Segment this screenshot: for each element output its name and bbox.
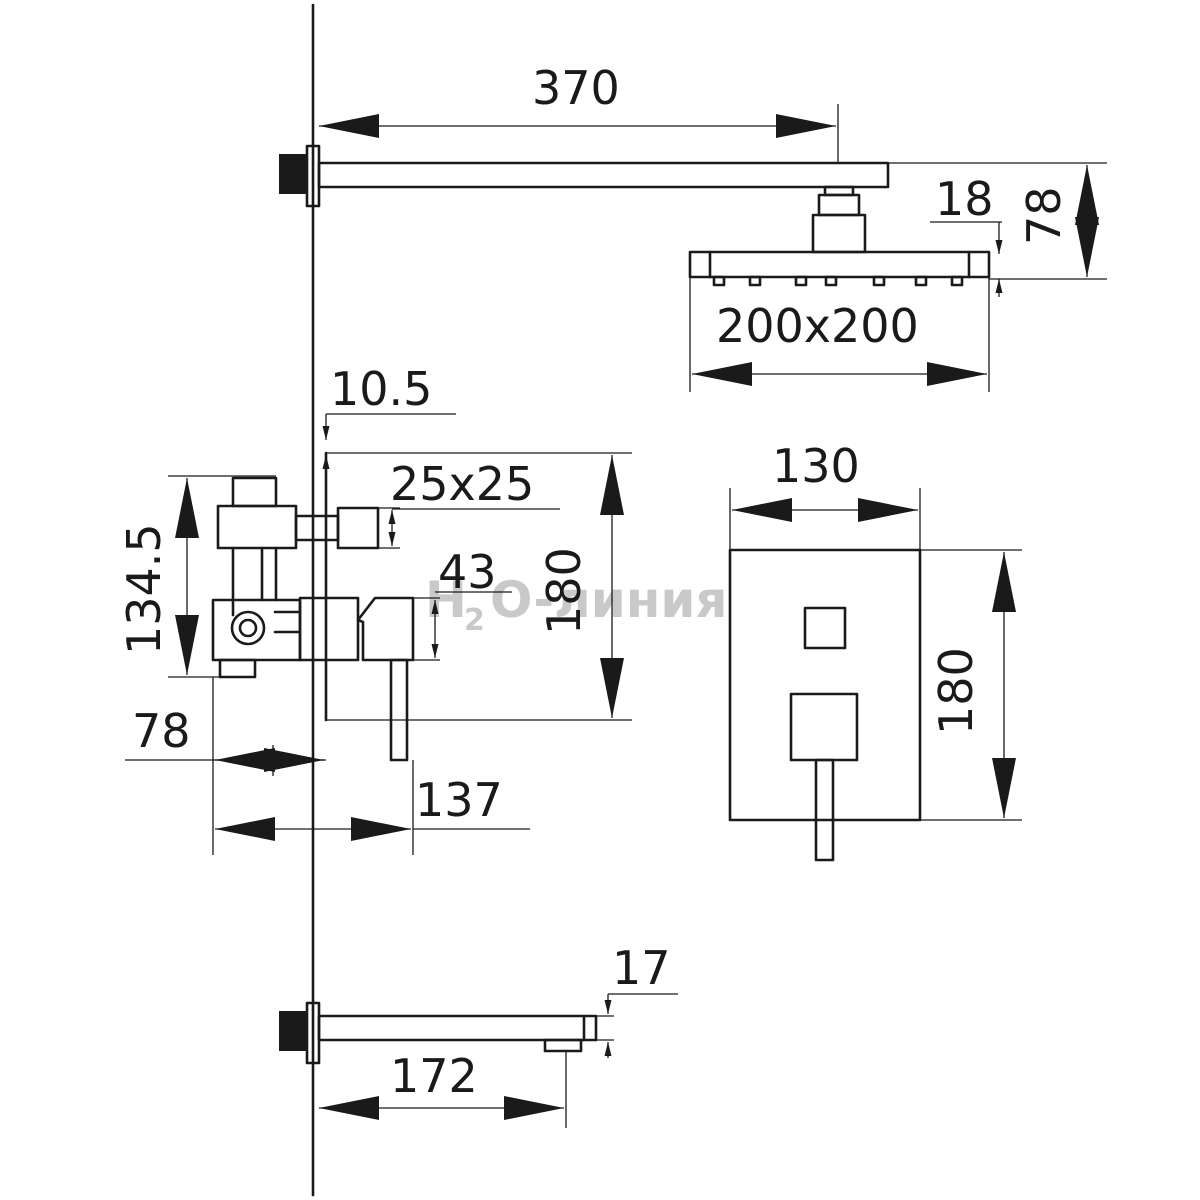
lever-base [789, 692, 859, 762]
dim-mixer-depth: 134.5 [117, 475, 276, 678]
dim-spout-height: 17 [596, 941, 678, 1058]
dim-outlet-size: 25x25 [378, 457, 560, 549]
shower-head [688, 250, 991, 279]
dim-body-depth: 78 [125, 677, 326, 855]
dim-label-137: 137 [415, 773, 503, 827]
spout-outlet [543, 1038, 583, 1053]
dim-label-17: 17 [612, 941, 671, 995]
dim-label-180-front: 180 [929, 647, 983, 735]
mixer-lever [389, 658, 409, 762]
dim-label-78-head: 78 [1017, 186, 1071, 245]
mixer-port-circle [230, 610, 266, 646]
dim-arm-length: 370 [319, 61, 839, 163]
mixer-front-housing [298, 596, 360, 662]
dim-label-10-5: 10.5 [330, 362, 432, 416]
dim-total-depth: 137 [215, 760, 530, 855]
dim-label-134-5: 134.5 [117, 523, 171, 655]
dim-mixer-height: 180 [326, 452, 632, 721]
front-lever [814, 758, 835, 862]
bath-spout [279, 1001, 598, 1065]
dim-label-200x200: 200x200 [716, 299, 919, 353]
shower-arm [317, 161, 890, 189]
spout-body [317, 1014, 598, 1042]
watermark-sub: 2 [464, 603, 485, 638]
mixer-handle-base [356, 596, 415, 662]
head-connector-nut [817, 193, 861, 217]
dim-label-370: 370 [532, 61, 620, 115]
dim-head-thickness: 18 [930, 172, 1003, 297]
dim-label-172: 172 [390, 1049, 478, 1103]
dim-label-43: 43 [438, 545, 497, 599]
watermark-rest: O-линия [490, 571, 728, 629]
mixer-front-view [728, 548, 922, 862]
dim-spout-length: 172 [319, 1049, 567, 1128]
dim-label-180-side: 180 [537, 547, 591, 635]
spout-wall-mount [279, 1011, 307, 1051]
mixer-trim-plate [728, 548, 922, 822]
dim-plate-width: 130 [729, 439, 921, 550]
head-connector-body [811, 213, 867, 254]
dim-label-25x25: 25x25 [390, 457, 534, 511]
dim-head-size: 200x200 [689, 277, 990, 392]
shower-arm-assembly [279, 144, 991, 287]
mixer-outlet [336, 506, 380, 550]
mixer-side-view [211, 451, 415, 762]
dim-label-18: 18 [935, 172, 994, 226]
dim-label-130: 130 [772, 439, 860, 493]
arm-wall-mount [279, 154, 307, 194]
head-nozzles [712, 275, 964, 287]
diverter-button [803, 606, 847, 650]
dim-plate-height: 180 [920, 549, 1022, 821]
dim-wall-gap: 10.5 [322, 362, 456, 475]
dim-handle-offset: 43 [413, 545, 512, 661]
dim-label-78-body: 78 [132, 704, 191, 758]
mixer-upper-body [216, 504, 298, 550]
dim-head-height: 78 [888, 162, 1107, 280]
